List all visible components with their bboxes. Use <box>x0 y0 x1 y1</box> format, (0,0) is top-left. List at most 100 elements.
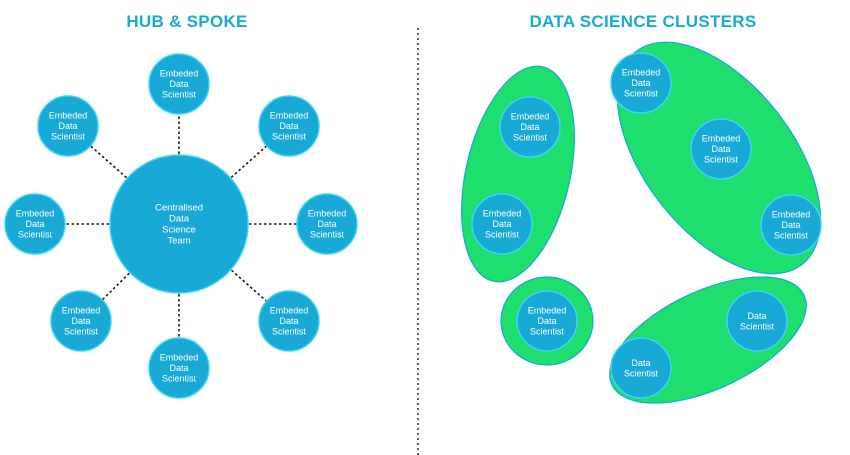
node-circle <box>726 290 788 352</box>
node-circle <box>4 193 66 255</box>
node-label-line: Scientist <box>310 230 345 240</box>
node-label-line: Embeded <box>308 209 347 219</box>
node-label-line: Data <box>520 122 539 132</box>
node-label-line: Data <box>631 78 650 88</box>
node-label-line: Data <box>631 358 650 368</box>
node-label-line: Embeded <box>160 69 199 79</box>
node-label-line: Scientist <box>272 132 307 142</box>
node-label-line: Scientist <box>704 155 739 165</box>
node-label-line: Team <box>167 236 190 247</box>
hub-circle <box>109 154 249 294</box>
node-circle <box>760 194 822 256</box>
node-label-line: Scientist <box>272 327 307 337</box>
node-label-line: Data <box>71 316 90 326</box>
node-label-line: Embeded <box>483 209 522 219</box>
node-label-line: Data <box>537 316 556 326</box>
node-label-line: Scientist <box>162 90 197 100</box>
node-label-line: Embeded <box>49 111 88 121</box>
node-label-line: Data <box>169 363 188 373</box>
node-label-line: Scientist <box>64 327 99 337</box>
node-circle <box>499 96 561 158</box>
node-label-line: Data <box>747 311 766 321</box>
cluster-blob <box>609 276 807 404</box>
node-label-line: Data <box>317 219 336 229</box>
hub-and-spoke-title: HUB & SPOKE <box>126 12 247 31</box>
node-circle <box>258 95 320 157</box>
node-circle <box>37 95 99 157</box>
node-label-line: Scientist <box>162 374 197 384</box>
node-label-line: Scientist <box>624 89 659 99</box>
node-label-line: Science <box>162 225 196 236</box>
node-label-line: Embeded <box>160 353 199 363</box>
node-label-line: Scientist <box>624 368 659 378</box>
node-label-line: Data <box>169 214 190 225</box>
node-label-line: Scientist <box>530 327 565 337</box>
node-label-line: Embeded <box>702 134 741 144</box>
node-circle <box>148 53 210 115</box>
node-label-line: Scientist <box>774 231 809 241</box>
node-label-line: Data <box>58 121 77 131</box>
node-label-line: Embeded <box>528 306 567 316</box>
node-label-line: Embeded <box>622 68 661 78</box>
node-label-line: Scientist <box>740 321 775 331</box>
node-circle <box>50 290 112 352</box>
node-label-line: Embeded <box>511 112 550 122</box>
cluster-blob <box>461 65 575 283</box>
data-science-clusters-title: DATA SCIENCE CLUSTERS <box>530 12 757 31</box>
node-circle <box>516 290 578 352</box>
node-circle <box>690 118 752 180</box>
node-circle <box>258 290 320 352</box>
node-label-line: Scientist <box>485 230 520 240</box>
node-label-line: Embeded <box>772 210 811 220</box>
node-label-line: Embeded <box>62 306 101 316</box>
node-circle <box>610 337 672 399</box>
node-label-line: Data <box>25 219 44 229</box>
node-label-line: Scientist <box>51 132 86 142</box>
node-circle <box>148 337 210 399</box>
node-label-line: Data <box>711 144 730 154</box>
node-label-line: Data <box>492 219 511 229</box>
node-circle <box>296 193 358 255</box>
node-label-line: Embeded <box>16 209 55 219</box>
node-label-line: Scientist <box>18 230 53 240</box>
node-label-line: Centralised <box>155 203 203 214</box>
node-label-line: Scientist <box>513 133 548 143</box>
